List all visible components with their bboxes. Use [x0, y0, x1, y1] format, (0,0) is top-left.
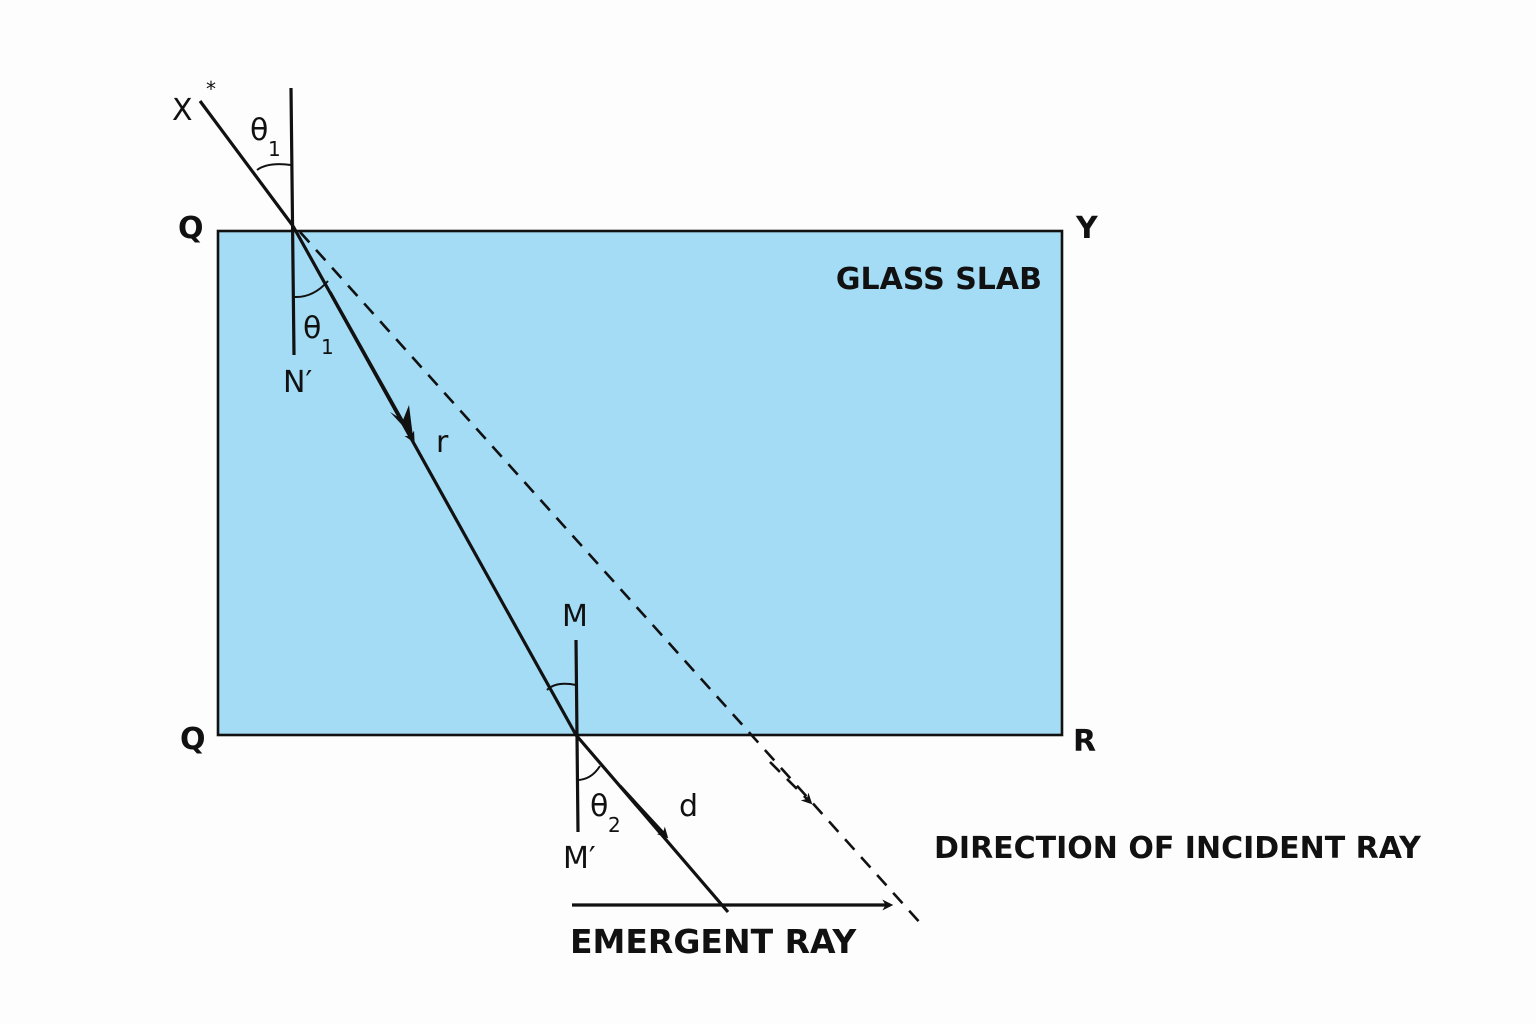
label-r: r	[436, 425, 449, 460]
label-theta1-inside: θ	[303, 311, 321, 346]
label-theta2-sub: 2	[608, 813, 621, 837]
angle-arc-m	[546, 682, 577, 691]
emergent-ray-arrow	[618, 784, 669, 839]
label-q-bottom: Q	[180, 722, 206, 757]
emergent-ray	[574, 733, 730, 914]
label-x: X	[172, 93, 193, 128]
label-d: d	[679, 789, 698, 824]
label-glass-slab: GLASS SLAB	[836, 262, 1042, 297]
label-theta1-inside-sub: 1	[321, 335, 334, 359]
label-n-prime: N′	[283, 365, 312, 400]
label-theta1-top: θ	[250, 113, 268, 148]
incident-direction-dashed	[299, 231, 923, 926]
incident-direction-arrow	[769, 761, 813, 805]
label-m-prime: M′	[563, 841, 596, 876]
refracted-arrowhead	[328, 291, 415, 443]
label-theta2: θ	[590, 789, 608, 824]
label-y: Y	[1075, 211, 1099, 246]
glass-slab	[216, 229, 1064, 737]
label-theta1-top-sub: 1	[268, 137, 281, 161]
label-star: *	[206, 77, 216, 101]
angle-arc-theta1-inside	[293, 280, 329, 299]
label-q-top: Q	[178, 211, 204, 246]
label-m: M	[562, 599, 588, 634]
angle-arc-theta1-top	[256, 163, 292, 171]
label-emergent-ray: EMERGENT RAY	[570, 922, 857, 961]
label-direction-incident: DIRECTION OF INCIDENT RAY	[934, 831, 1422, 866]
incident-ray	[198, 100, 295, 227]
label-r-corner: R	[1073, 724, 1096, 759]
angle-arc-theta2	[576, 765, 601, 781]
normal-top	[289, 87, 296, 356]
